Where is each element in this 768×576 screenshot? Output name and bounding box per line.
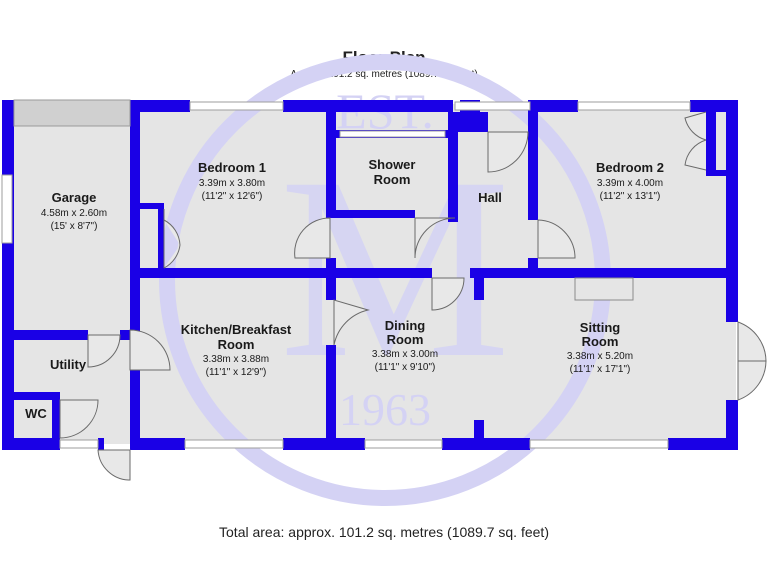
door-french: [737, 321, 767, 401]
door-utility-hall: [87, 334, 121, 368]
bedroom1-name: Bedroom 1: [198, 160, 266, 175]
window-dining: [364, 439, 443, 449]
total-area: Total area: approx. 101.2 sq. metres (10…: [219, 524, 549, 540]
fireplace: [574, 277, 634, 301]
utility-name: Utility: [50, 357, 87, 372]
door-swings: [59, 111, 767, 481]
hall-name: Hall: [478, 190, 502, 205]
dining-name-2: Room: [387, 332, 424, 347]
door-bedroom2: [537, 219, 576, 259]
window-garage-side: [1, 174, 13, 244]
kitchen-metric: 3.38m x 3.88m: [203, 354, 269, 365]
shower-name-2: Room: [374, 172, 411, 187]
window-wc: [59, 439, 99, 449]
window-hall: [454, 101, 531, 111]
watermark-year: 1963: [339, 384, 431, 435]
window-sitting: [529, 439, 669, 449]
sitting-name-2: Room: [582, 334, 619, 349]
window-bedroom1: [189, 101, 284, 111]
window-bedroom2: [577, 101, 691, 111]
plan-subtitle: Approx. 101.2 sq. metres (1089.7 sq. fee…: [290, 69, 478, 80]
door-garage-utility: [129, 329, 171, 371]
windows: [1, 101, 691, 449]
bedroom1-imperial: (11'2" x 12'6"): [202, 191, 263, 202]
dining-name-1: Dining: [385, 318, 425, 333]
bedroom2-name: Bedroom 2: [596, 160, 664, 175]
bedroom2-imperial: (11'2" x 13'1"): [600, 191, 661, 202]
bedroom2-metric: 3.39m x 4.00m: [597, 178, 663, 189]
shower-name-1: Shower: [369, 157, 416, 172]
wc-name: WC: [25, 406, 47, 421]
garage-door: [13, 99, 131, 127]
sitting-imperial: (11'1" x 17'1"): [570, 364, 631, 375]
kitchen-name-2: Room: [218, 337, 255, 352]
door-bedroom1: [294, 217, 331, 259]
sitting-name-1: Sitting: [580, 320, 620, 335]
kitchen-imperial: (11'1" x 12'9"): [206, 367, 267, 378]
garage-name: Garage: [52, 190, 97, 205]
dining-imperial: (11'1" x 9'10"): [375, 362, 436, 373]
door-wc: [59, 399, 99, 439]
door-bed1-wardrobe: [163, 209, 181, 269]
window-kitchen: [184, 439, 284, 449]
bedroom1-metric: 3.39m x 3.80m: [199, 178, 265, 189]
door-back: [97, 449, 131, 481]
dining-metric: 3.38m x 3.00m: [372, 349, 438, 360]
door-hall-main: [487, 131, 529, 173]
garage-imperial: (15' x 8'7"): [51, 221, 98, 232]
door-shower: [414, 217, 456, 259]
door-dining: [431, 277, 465, 311]
door-kitchen: [333, 299, 370, 346]
window-shower: [339, 130, 446, 138]
sitting-metric: 3.38m x 5.20m: [567, 351, 633, 362]
garage-metric: 4.58m x 2.60m: [41, 208, 107, 219]
kitchen-name-1: Kitchen/Breakfast: [181, 322, 292, 337]
door-bed2-wardrobe: [684, 111, 707, 171]
